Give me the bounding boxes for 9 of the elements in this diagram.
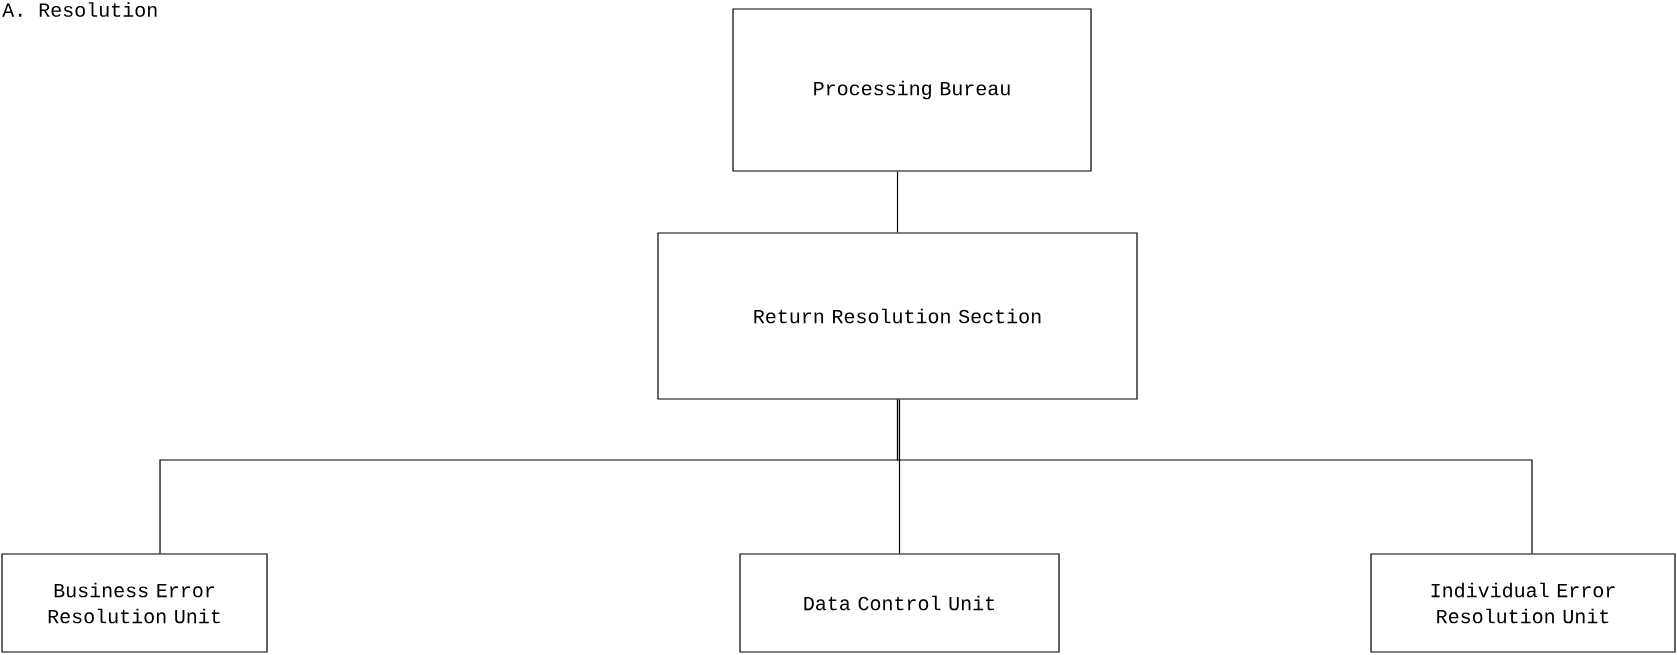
org-box: Return Resolution Section	[657, 232, 1138, 400]
connector-line	[896, 171, 899, 233]
org-box: Business Error Resolution Unit	[1, 553, 268, 653]
connector-line	[896, 399, 1533, 554]
heading: A. Resolution	[2, 2, 157, 17]
org-box: Data Control Unit	[739, 553, 1060, 653]
org-box: Individual Error Resolution Unit	[1370, 553, 1676, 653]
connector-line	[898, 399, 901, 554]
org-box: Processing Bureau	[732, 8, 1092, 172]
